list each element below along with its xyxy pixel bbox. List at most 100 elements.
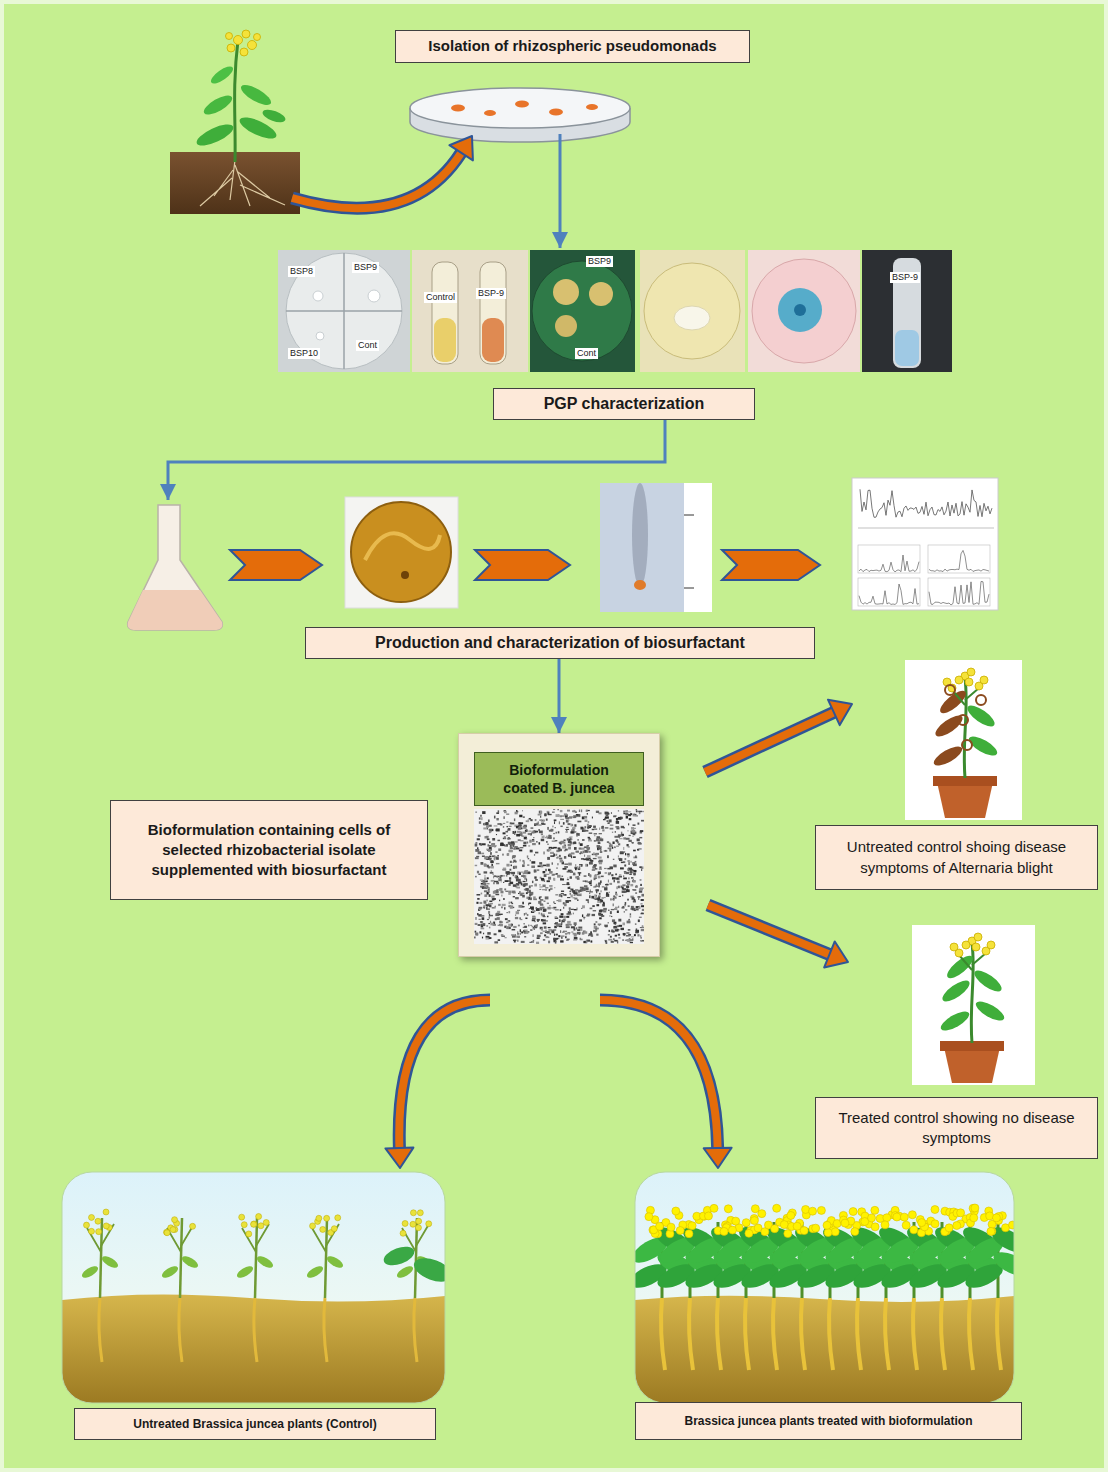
untreated-field-scene [179, 1298, 182, 1362]
pgp-test-photo [589, 282, 613, 306]
healthy-potted-plant [987, 941, 995, 949]
treated-field-scene [931, 1206, 939, 1214]
treated-field-scene [812, 1224, 820, 1232]
pgp-test-photo [748, 250, 860, 372]
healthy-potted-plant [938, 1008, 972, 1034]
treated-field-scene [742, 1219, 750, 1227]
untreated-field-scene [414, 1298, 417, 1362]
untreated-field-scene [395, 1264, 415, 1280]
tlc-plate-photo [600, 483, 712, 612]
treated-field-scene [913, 1298, 917, 1370]
caption-box: Brassica juncea plants treated with biof… [635, 1402, 1022, 1440]
mustard-plant-illustration [200, 160, 285, 206]
treated-field-scene [750, 1217, 758, 1225]
header-text: Bioformulation coated B. juncea [474, 752, 644, 806]
diseased-potted-plant [962, 740, 972, 750]
petri-dish [410, 88, 630, 142]
pgp-test-photo [530, 250, 635, 372]
treated-field-scene [635, 1172, 1014, 1403]
treated-field-scene [745, 1229, 753, 1237]
untreated-field-scene [99, 1298, 102, 1362]
treated-field-scene [656, 1222, 664, 1230]
untreated-field-scene [88, 1214, 94, 1220]
photo-label: BSP9 [586, 256, 613, 267]
photo-label: Control [424, 292, 457, 303]
process-arrow [708, 905, 829, 954]
box-text: Treated control showing no disease sympt… [826, 1108, 1087, 1149]
pgp-test-photo [752, 259, 856, 363]
treated-field-scene [987, 1227, 995, 1235]
chevron-arrow [722, 550, 820, 580]
biosurfactant-plate-photo [345, 497, 458, 608]
spectrum-chart [859, 584, 919, 604]
box-text: Untreated control shoing disease symptom… [826, 837, 1087, 878]
pgp-test-photo [640, 250, 745, 372]
process-arrow [705, 712, 834, 772]
seed-coating-texture [474, 809, 644, 944]
treated-field-scene [780, 1221, 788, 1229]
mustard-plant-illustration [201, 92, 235, 118]
treated-field-scene [881, 1221, 889, 1229]
treated-field-scene [720, 1227, 728, 1235]
healthy-potted-plant [971, 967, 1004, 995]
treated-field-scene [635, 1296, 1014, 1403]
treated-field-scene [871, 1223, 879, 1231]
chevron-arrow [230, 550, 820, 580]
untreated-field-scene [160, 1264, 180, 1280]
untreated-field-scene [254, 1298, 257, 1362]
treated-field-scene [941, 1298, 945, 1370]
mustard-plant-illustration [235, 40, 238, 162]
mustard-plant-illustration [194, 120, 236, 150]
spectrum-chart [929, 550, 989, 571]
pgp-test-photo [434, 318, 456, 362]
process-arrow [449, 136, 473, 160]
flow-arrow [558, 659, 561, 733]
untreated-field-scene [415, 1225, 421, 1231]
pgp-test-photo [412, 250, 528, 372]
untreated-field-scene [88, 1228, 94, 1234]
spectrum-chart [858, 578, 920, 606]
untreated-field-scene [180, 1254, 200, 1270]
treated-field-scene [676, 1226, 684, 1234]
note-box: Bioformulation containing cells of selec… [110, 800, 428, 900]
untreated-field-scene [402, 1220, 408, 1226]
untreated-field-scene [331, 1226, 337, 1232]
treated-field-scene [793, 1222, 801, 1230]
diseased-potted-plant [964, 702, 997, 730]
pgp-test-photo [316, 332, 324, 340]
healthy-potted-plant [939, 977, 972, 1005]
pgp-test-photo [286, 253, 402, 369]
pgp-test-photo [368, 290, 380, 302]
photo-label: BSP10 [288, 348, 320, 359]
untreated-field-scene [83, 1222, 89, 1228]
caption-box: Untreated control shoing disease symptom… [815, 825, 1098, 890]
diseased-potted-plant [958, 715, 968, 725]
treated-field-scene [970, 1214, 978, 1222]
treated-field-scene [800, 1227, 808, 1235]
untreated-field-scene [305, 1264, 325, 1280]
untreated-field-scene [417, 1210, 423, 1216]
healthy-potted-plant [950, 943, 958, 951]
treated-field-scene [957, 1209, 965, 1217]
flask [128, 505, 223, 630]
petri-dish [549, 109, 563, 116]
untreated-field-scene [324, 1215, 330, 1221]
pgp-test-photo [553, 279, 579, 305]
treated-field-scene [851, 1228, 859, 1236]
box-text: Untreated Brassica juncea plants (Contro… [133, 1416, 376, 1432]
diseased-potted-plant [967, 668, 975, 676]
treated-field-scene [661, 1298, 665, 1370]
treated-field-scene [635, 1172, 1014, 1403]
treated-field-scene [704, 1212, 712, 1220]
untreated-field-scene [256, 1213, 262, 1219]
treated-field-scene [672, 1207, 680, 1215]
untreated-field-scene [103, 1223, 109, 1229]
untreated-field-scene [246, 1231, 252, 1237]
treated-field-scene [969, 1298, 973, 1370]
untreated-field-scene [316, 1215, 322, 1221]
untreated-field-scene [190, 1223, 196, 1229]
treated-field-scene [787, 1211, 795, 1219]
treated-field-scene [829, 1298, 833, 1370]
box-text: Production and characterization of biosu… [375, 632, 745, 654]
